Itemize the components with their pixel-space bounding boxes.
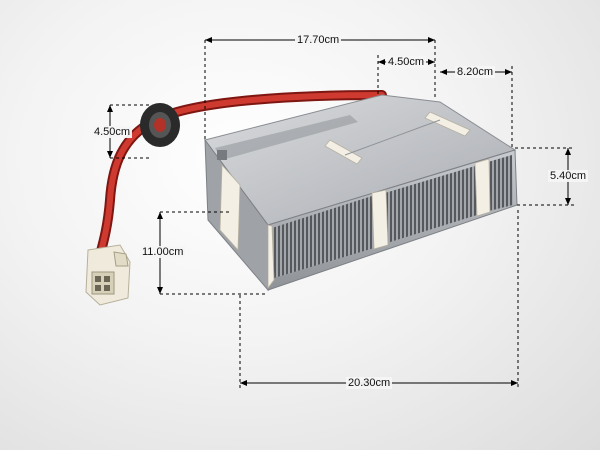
coil-bay-middle xyxy=(385,166,477,243)
coil-bay-left xyxy=(272,196,374,278)
dim-label-cable-gland: 4.50cm xyxy=(92,126,133,138)
dim-label-length-top: 17.70cm xyxy=(295,34,342,46)
dimension-arrowheads xyxy=(107,37,571,386)
dim-label-height-left: 11.00cm xyxy=(140,246,186,258)
coil-bay-right xyxy=(488,155,513,211)
dim-label-height-right: 5.40cm xyxy=(548,170,589,182)
dim-label-step: 4.50cm xyxy=(386,56,427,68)
dim-label-length-bottom: 20.30cm xyxy=(346,377,393,389)
dim-label-width-right: 8.20cm xyxy=(455,66,496,78)
terminal-connector xyxy=(85,244,131,306)
